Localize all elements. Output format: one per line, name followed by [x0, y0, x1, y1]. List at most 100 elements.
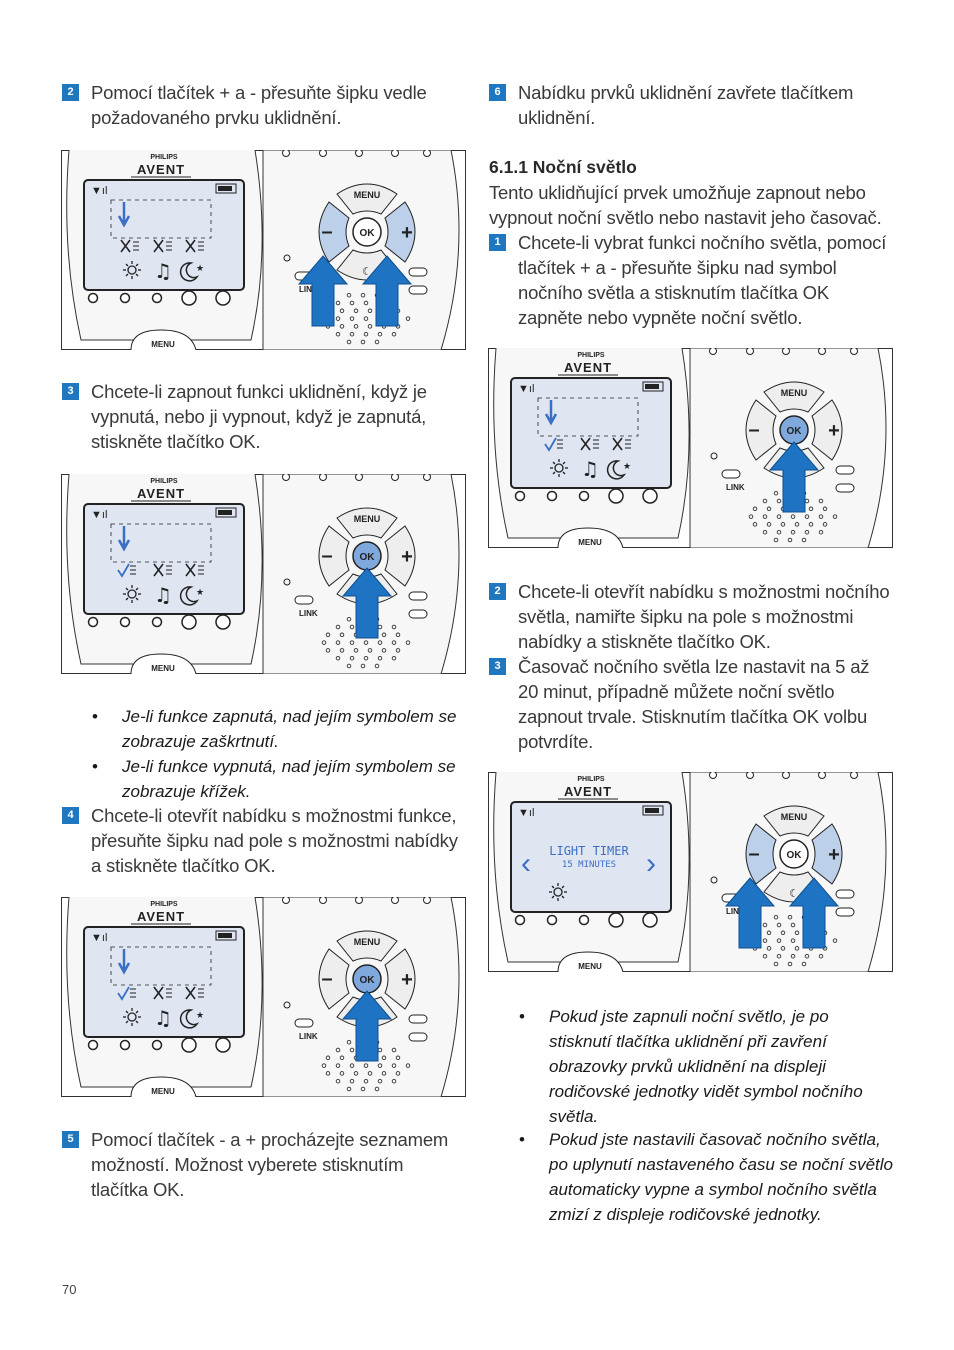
unit-button [215, 614, 231, 630]
step-number: 1 [489, 234, 506, 251]
link-key [721, 469, 741, 479]
unit-button [546, 490, 558, 502]
section-title: 6.1.1 Noční světlo [489, 157, 637, 177]
link-label: LINK [726, 483, 745, 492]
unit-button [151, 616, 163, 628]
moon-icon: ★ [179, 1009, 204, 1029]
unit-button [578, 490, 590, 502]
unit-button [608, 912, 624, 928]
nightlight-icon [550, 459, 568, 477]
step-text: Časovač nočního světla lze nastavit na 5… [518, 656, 870, 752]
svg-text:MENU: MENU [354, 514, 381, 524]
lcd-chevron-left: ‹ [521, 847, 531, 880]
plus-key [384, 525, 416, 587]
unit-button [181, 614, 197, 630]
moon-icon: ★ [179, 586, 204, 606]
arrow-up-icon [724, 877, 776, 949]
bullet-dot: • [92, 757, 98, 776]
step-number: 2 [62, 84, 79, 101]
logo: AVENT [564, 360, 612, 375]
svg-text:OK: OK [360, 228, 376, 239]
svg-text:+: + [828, 420, 840, 442]
svg-text:OK: OK [360, 552, 376, 563]
lcd-pointer-icon [117, 949, 131, 975]
link-label: LINK [299, 609, 318, 618]
unit-button [119, 1039, 131, 1051]
plus-key [384, 948, 416, 1010]
unit-button [119, 616, 131, 628]
battery-icon [215, 930, 237, 941]
bullet-dot: • [519, 1130, 525, 1149]
unit-button [87, 292, 99, 304]
bullet-text: Je-li funkce zapnutá, nad jejím symbolem… [122, 707, 457, 751]
signal-icon: ▼ıl [91, 185, 107, 197]
bullet-dot: • [519, 1007, 525, 1026]
bullet-dot: • [92, 707, 98, 726]
minus-key [318, 525, 350, 587]
cross-icon [185, 239, 204, 253]
section-intro: Tento uklidňující prvek umožňuje zapnout… [489, 182, 882, 228]
nightlight-icon [123, 1008, 141, 1026]
svg-text:★: ★ [196, 263, 204, 273]
svg-text:★: ★ [196, 587, 204, 597]
svg-text:OK: OK [360, 975, 376, 986]
arrow-up-icon [361, 255, 413, 327]
lcd-chevron-right: › [646, 847, 656, 880]
step-number: 5 [62, 1131, 79, 1148]
cross-icon [612, 437, 631, 451]
nightlight-icon [549, 883, 567, 901]
cross-icon [120, 239, 139, 253]
lcd-pointer-icon [117, 526, 131, 552]
brand-label: PHILIPS [150, 154, 178, 161]
step-text: Chcete-li otevřít nabídku s možnostmi no… [518, 581, 890, 652]
menu-key [336, 183, 398, 215]
right-bullet-1: • Pokud jste zapnuli noční světlo, je po… [519, 1004, 894, 1129]
unit-button [642, 488, 658, 504]
unit-button [514, 914, 526, 926]
unit-button [215, 1037, 231, 1053]
unit-button [87, 1039, 99, 1051]
minus-key [745, 823, 777, 885]
unit-button [642, 912, 658, 928]
unit-button [546, 914, 558, 926]
check-icon [117, 986, 136, 1001]
ok-key [352, 217, 382, 247]
lullaby-icon: ♫ [154, 1006, 172, 1030]
battery-key [835, 907, 855, 917]
step-text: Chcete-li vybrat funkci nočního světla, … [518, 232, 887, 328]
left-bullet-1: • Je-li funkce zapnutá, nad jejím symbol… [92, 704, 467, 754]
brand-label: PHILIPS [577, 776, 605, 783]
battery-icon [642, 805, 664, 816]
lullaby-icon: ♫ [154, 583, 172, 607]
step-text: Chcete-li otevřít nabídku s možnostmi fu… [91, 805, 458, 876]
menu-tab-label: MENU [578, 962, 602, 971]
brand-label: PHILIPS [150, 478, 178, 485]
menu-key [763, 805, 825, 837]
step-number: 6 [489, 84, 506, 101]
link-key [294, 1018, 314, 1028]
svg-text:+: + [401, 546, 413, 568]
unit-button [578, 914, 590, 926]
unit-button [181, 1037, 197, 1053]
lullaby-icon: ♫ [154, 259, 172, 283]
menu-tab-label: MENU [151, 664, 175, 673]
left-bullet-2: • Je-li funkce vypnutá, nad jejím symbol… [92, 754, 467, 804]
check-icon [117, 563, 136, 578]
svg-text:–: – [321, 545, 332, 567]
left-step-4: 4 Chcete-li otevřít nabídku s možnostmi … [62, 803, 462, 878]
right-step-3: 3 Časovač nočního světla lze nastavit na… [489, 654, 894, 754]
logo: AVENT [137, 486, 185, 501]
brand-label: PHILIPS [150, 901, 178, 908]
svg-text:OK: OK [787, 426, 803, 437]
lullaby-icon: ♫ [581, 457, 599, 481]
menu-key [763, 381, 825, 413]
unit-button [514, 490, 526, 502]
svg-text:MENU: MENU [781, 388, 808, 398]
battery-key [408, 609, 428, 619]
plus-key [811, 823, 843, 885]
arrow-up-icon [297, 255, 349, 327]
svg-text:+: + [401, 969, 413, 991]
